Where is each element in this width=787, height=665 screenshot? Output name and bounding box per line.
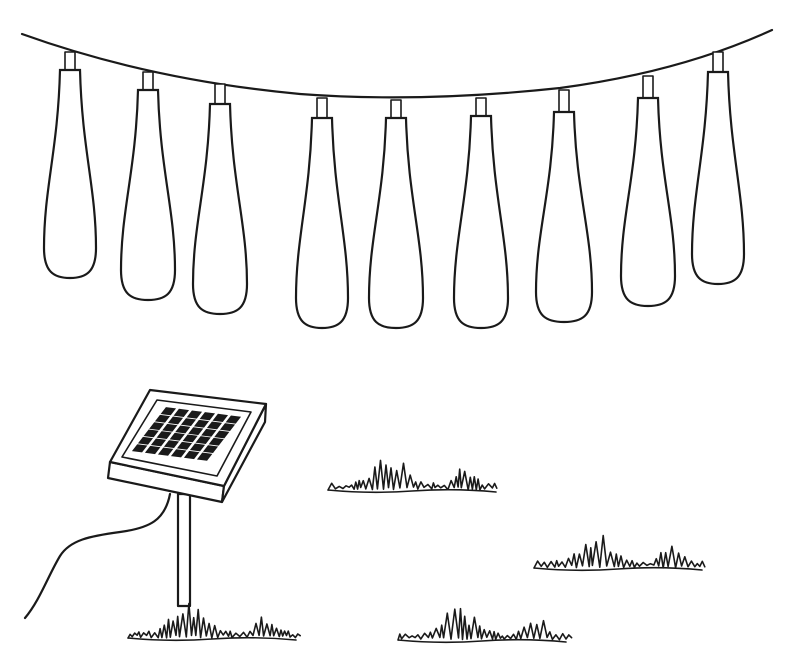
bulb-2 — [119, 71, 177, 302]
grass-tuft-3 — [397, 607, 573, 644]
bulb-9 — [690, 51, 746, 286]
cell-divider — [136, 443, 215, 455]
cell-divider — [153, 421, 232, 433]
grass-tuft-1 — [327, 459, 498, 494]
cell-divider — [147, 428, 227, 440]
bulb-8 — [619, 75, 677, 308]
bulb-7 — [534, 89, 594, 324]
solar-panel-stake — [176, 492, 192, 608]
cell-divider — [142, 435, 221, 447]
bulb-3 — [191, 83, 249, 316]
grass-tuft-2 — [533, 534, 706, 572]
light-string-wire — [20, 28, 774, 99]
grass-tuft-4 — [127, 602, 301, 642]
grass-tufts — [127, 459, 706, 644]
solar-panel-cable — [23, 492, 172, 620]
teardrop-bulbs — [42, 51, 746, 330]
bulb-6 — [452, 97, 510, 330]
bulb-4 — [294, 97, 350, 330]
cell-divider — [159, 413, 238, 425]
bulb-1 — [42, 51, 98, 280]
solar-panel — [106, 388, 268, 504]
bulb-5 — [367, 99, 425, 330]
solar-cells — [131, 407, 242, 461]
